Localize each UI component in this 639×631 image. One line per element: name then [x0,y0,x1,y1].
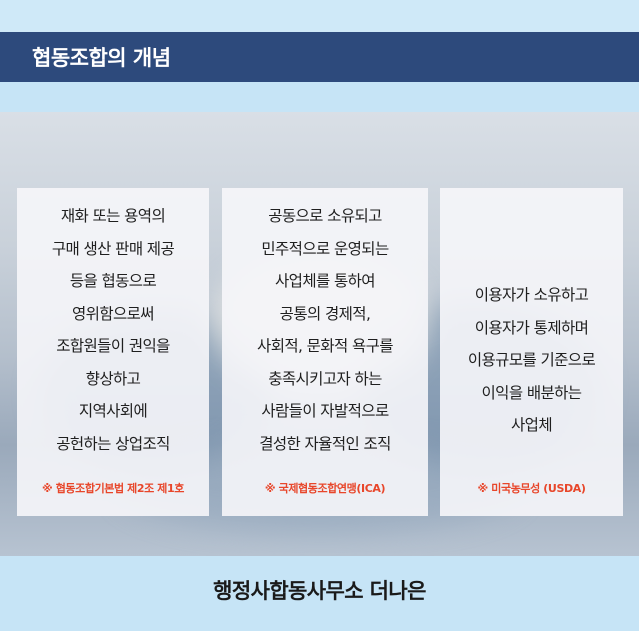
definition-source: ※ 미국농무성 (USDA) [477,482,586,495]
definition-card-3: 이용자가 소유하고 이용자가 통제하며 이용규모를 기준으로 이익을 배분하는 … [440,188,623,516]
definition-source: ※ 국제협동조합연맹(ICA) [264,482,386,495]
title-bar: 협동조합의 개념 [0,32,639,82]
footer: 행정사합동사무소 더나은 [0,556,639,631]
definition-text: 이용자가 소유하고 이용자가 통제하며 이용규모를 기준으로 이익을 배분하는 … [467,286,596,434]
definition-card-2: 공동으로 소유되고 민주적으로 운영되는 사업체를 통하여 공통의 경제적, 사… [222,188,428,516]
definition-card-1: 재화 또는 용역의 구매 생산 판매 제공 등을 협동으로 영위함으로써 조합원… [17,188,209,516]
company-name: 행정사합동사무소 더나은 [213,578,426,603]
background-band [0,82,639,112]
top-strip [0,0,639,32]
definition-text: 재화 또는 용역의 구매 생산 판매 제공 등을 협동으로 영위함으로써 조합원… [51,207,175,453]
page-title: 협동조합의 개념 [32,46,171,70]
definition-text: 공동으로 소유되고 민주적으로 운영되는 사업체를 통하여 공통의 경제적, 사… [257,207,394,453]
definition-source: ※ 협동조합기본법 제2조 제1호 [41,482,184,495]
